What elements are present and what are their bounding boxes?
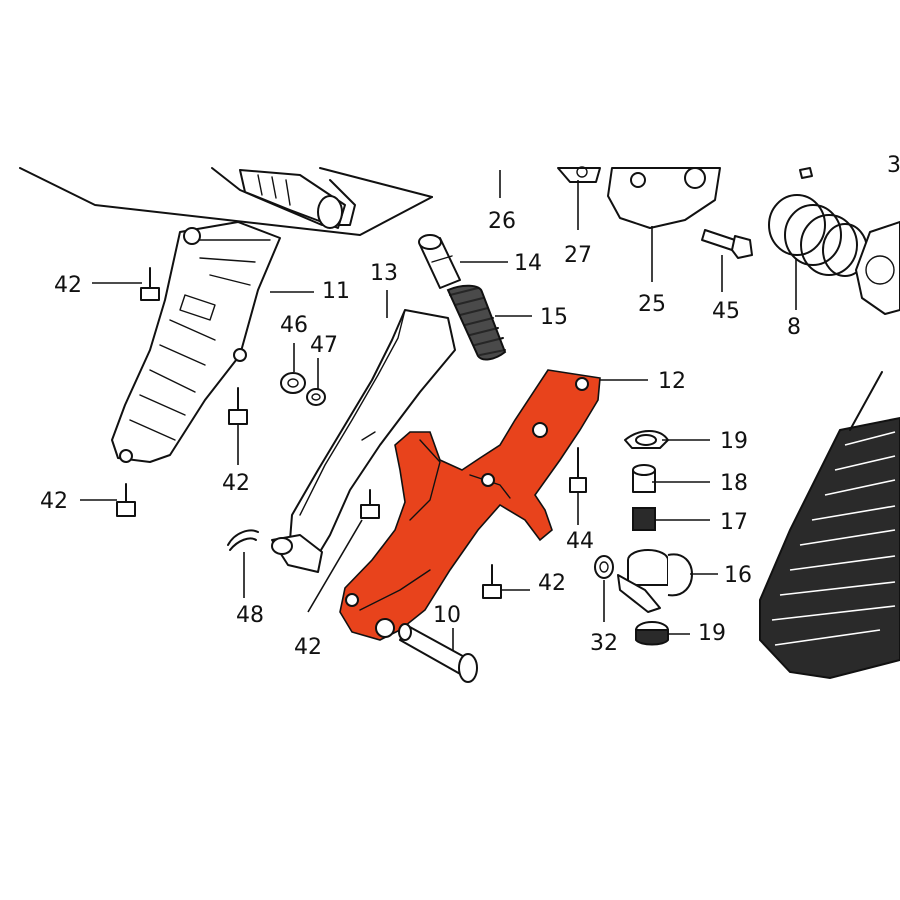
highlighted-bracket-shape xyxy=(339,369,601,641)
callout-42-a: 42 xyxy=(54,273,82,298)
bolt-42-b xyxy=(228,387,248,425)
part-14-pin xyxy=(418,234,461,289)
bolt-44 xyxy=(569,447,587,493)
callout-15: 15 xyxy=(540,305,568,330)
callout-12: 12 xyxy=(658,369,686,394)
leader-lines xyxy=(80,170,797,650)
callout-labels: 26 27 25 45 8 3 42 11 13 14 15 46 47 12 … xyxy=(40,153,900,660)
bolt-42-a xyxy=(140,267,160,301)
washer-32 xyxy=(594,555,614,579)
callout-19-a: 19 xyxy=(720,429,748,454)
nut-46 xyxy=(280,372,306,394)
part-11-bracket xyxy=(111,221,281,463)
callout-17: 17 xyxy=(720,510,748,535)
bolt-42-d xyxy=(360,489,380,519)
callout-48: 48 xyxy=(236,603,264,628)
valve-assembly xyxy=(617,430,693,646)
bolt-45 xyxy=(701,229,753,259)
part-13-band xyxy=(271,309,456,573)
bolt-42-e xyxy=(482,564,502,599)
part-15-spring xyxy=(446,284,507,361)
bolt-42-c xyxy=(116,483,136,517)
callout-8: 8 xyxy=(787,315,801,340)
callout-46: 46 xyxy=(280,313,308,338)
callout-3: 3 xyxy=(887,153,900,178)
gear-right xyxy=(799,167,900,315)
callout-44: 44 xyxy=(566,529,594,554)
callout-27: 27 xyxy=(564,243,592,268)
callout-18: 18 xyxy=(720,471,748,496)
callout-14: 14 xyxy=(514,251,542,276)
shaft-assembly xyxy=(19,167,433,236)
drum-parts xyxy=(557,166,721,229)
washer-47 xyxy=(306,388,326,406)
callout-42-e: 42 xyxy=(294,635,322,660)
callout-42-d: 42 xyxy=(538,571,566,596)
cotter-pin-48 xyxy=(227,529,259,551)
callout-16: 16 xyxy=(724,563,752,588)
callout-47: 47 xyxy=(310,333,338,358)
part-12-highlighted-bracket xyxy=(339,369,601,641)
callout-42-b: 42 xyxy=(222,471,250,496)
callout-10: 10 xyxy=(433,603,461,628)
callout-45: 45 xyxy=(712,299,740,324)
spring-rings-8 xyxy=(768,194,868,277)
callout-19-b: 19 xyxy=(698,621,726,646)
callout-32: 32 xyxy=(590,631,618,656)
callout-25: 25 xyxy=(638,292,666,317)
part-10-pin xyxy=(398,623,478,683)
callout-42-c: 42 xyxy=(40,489,68,514)
callout-11: 11 xyxy=(322,279,350,304)
clutch-pack xyxy=(759,371,900,680)
callout-26: 26 xyxy=(488,209,516,234)
callout-13: 13 xyxy=(370,261,398,286)
